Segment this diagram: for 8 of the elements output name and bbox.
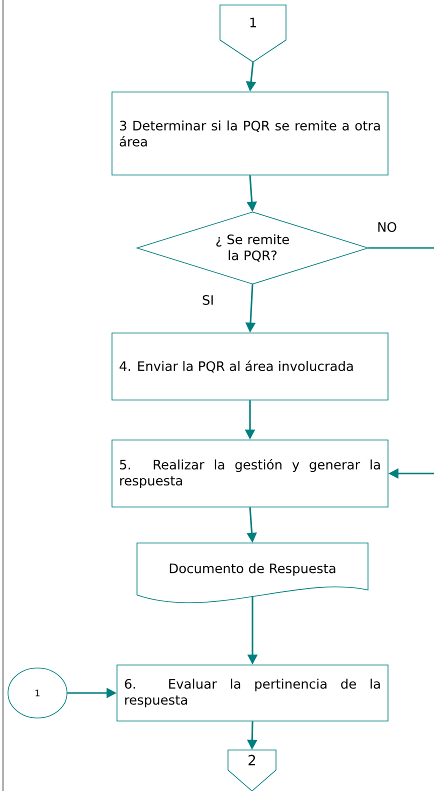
edge-label: SI [200,294,216,306]
process-box: 4. Enviar la PQR al área involucrada [112,332,388,400]
process-box: 3 Determinar si la PQR se remite a otra área [112,92,388,176]
off-page-connector: 2 [228,750,276,791]
edge-label: NO [376,221,398,233]
process-box: 5. Realizar la gestión y generar la respuesta [112,440,388,508]
process-box: 6. Evaluar la pertinencia de la respuesta [116,664,388,722]
off-page-connector: 1 [220,4,286,62]
